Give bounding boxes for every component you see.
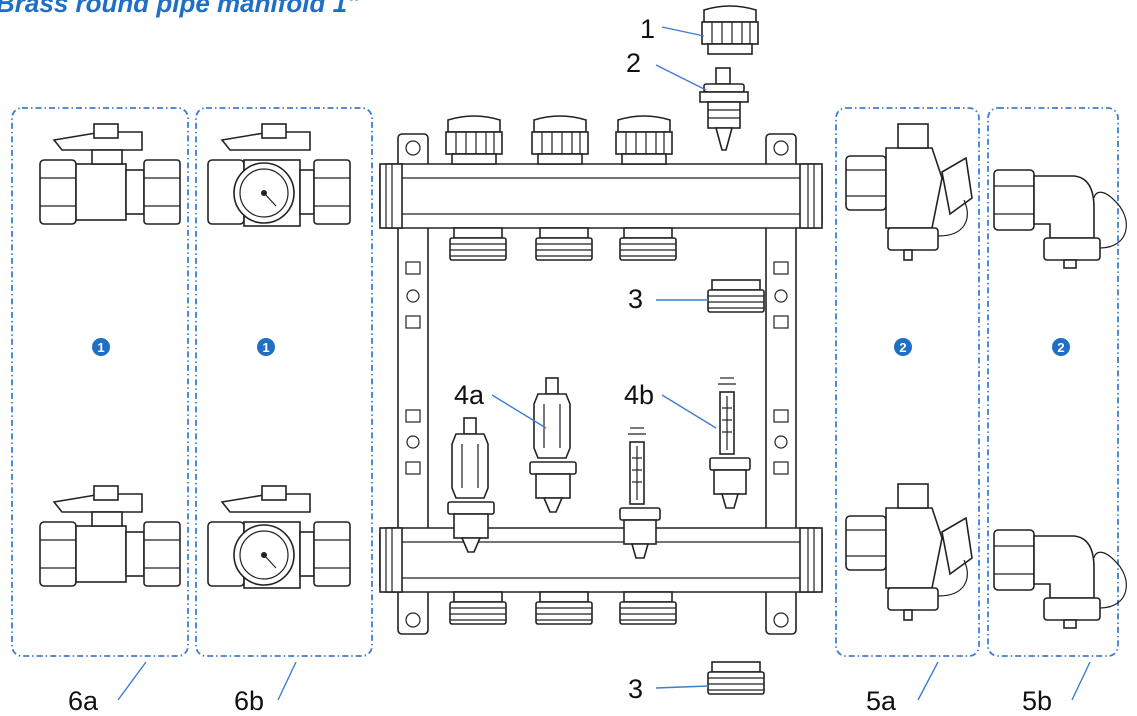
badge-5b: 2 (1052, 338, 1070, 356)
gauge-valve-bottom-6b (207, 485, 351, 589)
callout-1: 1 (640, 14, 655, 44)
callout-6a: 6a (68, 686, 99, 716)
panel-6b (195, 107, 373, 657)
drain-valve-bottom-5a (845, 483, 973, 621)
svg-text:2: 2 (899, 340, 906, 355)
badge-5a: 2 (894, 338, 912, 356)
supply-manifold-bar (379, 163, 823, 229)
panel-6a (11, 107, 189, 657)
angle-fitting-top-5b (993, 169, 1128, 269)
part-4b-flowmeter (709, 377, 751, 509)
diagram-title: Brass round pipe manifold 1" (0, 0, 360, 18)
svg-text:1: 1 (262, 340, 269, 355)
cap-nut-1 (445, 115, 503, 165)
panel-5b (987, 107, 1119, 657)
callout-5b: 5b (1022, 686, 1052, 716)
supply-outlet-3 (619, 227, 677, 261)
supply-outlet-1 (449, 227, 507, 261)
part-1-cap (701, 5, 759, 55)
part-3-fitting-top (707, 279, 765, 313)
callout-4a: 4a (454, 380, 485, 410)
panel-5a (835, 107, 980, 657)
supply-outlet-2 (535, 227, 593, 261)
svg-text:1: 1 (97, 340, 104, 355)
callout-3-bottom: 3 (628, 674, 643, 704)
return-outlet-1 (449, 591, 507, 625)
return-outlet-3 (619, 591, 677, 625)
part-3-fitting-bottom (707, 661, 765, 695)
part-2-valve-insert (699, 67, 749, 151)
part-4a-flowmeter (529, 377, 577, 513)
return-manifold-bar (379, 527, 823, 593)
cap-nut-2 (531, 115, 589, 165)
left-bracket (397, 133, 429, 635)
svg-text:2: 2 (1057, 340, 1064, 355)
callout-4b: 4b (624, 380, 654, 410)
callout-3-top: 3 (628, 284, 643, 314)
angle-fitting-bottom-5b (993, 529, 1128, 629)
callout-2: 2 (626, 48, 641, 78)
gauge-valve-top-6b (207, 123, 351, 227)
return-outlet-2 (535, 591, 593, 625)
badge-6a: 1 (92, 338, 110, 356)
cap-nut-3 (615, 115, 673, 165)
drain-valve-top-5a (845, 123, 973, 261)
ball-valve-top-6a (39, 123, 181, 225)
callout-6b: 6b (234, 686, 264, 716)
gauge-meter (619, 427, 661, 559)
right-bracket (765, 133, 797, 635)
flowmeter-left (447, 417, 495, 553)
callout-5a: 5a (866, 686, 897, 716)
badge-6b: 1 (257, 338, 275, 356)
ball-valve-bottom-6a (39, 485, 181, 587)
